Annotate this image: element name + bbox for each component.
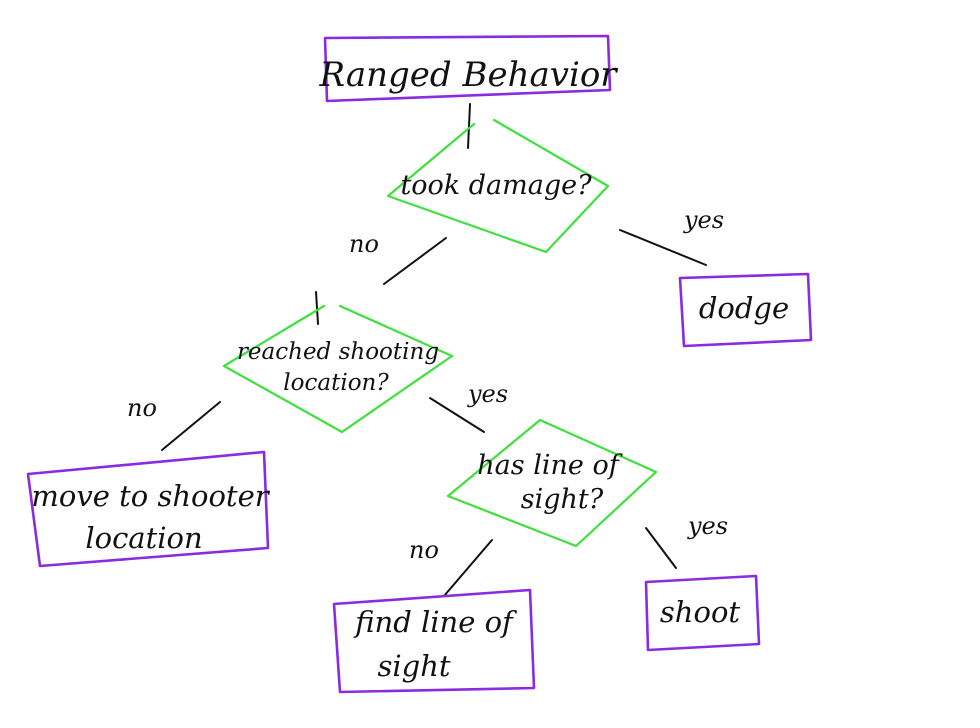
edge-reached-no [161, 401, 221, 451]
edge-took-damage-no [383, 237, 447, 285]
edge-sight-yes [645, 527, 677, 569]
action-move-to-shooter-location: move to shooter location [26, 450, 271, 568]
reached-location-diamond [222, 304, 454, 434]
reached-connector [315, 291, 319, 325]
edge-label-took-damage-no: no [349, 230, 379, 258]
edge-took-damage-yes [619, 229, 707, 266]
shoot-box [644, 574, 761, 652]
edge-label-reached-yes: yes [467, 380, 508, 408]
edge-label-sight-yes: yes [687, 512, 728, 540]
root-box [323, 34, 612, 103]
dodge-label: dodge [699, 291, 789, 325]
took-damage-label: took damage? [400, 170, 592, 201]
reached-location-line2: location? [283, 370, 389, 396]
root-label: Ranged Behavior [318, 55, 618, 95]
move-box [26, 450, 270, 568]
edge-reached-yes [429, 397, 485, 433]
action-shoot: shoot [644, 574, 761, 652]
edge-label-took-damage-yes: yes [683, 206, 724, 234]
line-of-sight-diamond [446, 418, 658, 548]
root-connector [467, 103, 471, 149]
root-node: Ranged Behavior [318, 34, 618, 103]
line-of-sight-line2: sight? [521, 484, 604, 515]
edge-sight-no [443, 539, 493, 597]
edge-label-reached-no: no [127, 394, 157, 422]
action-dodge: dodge [678, 272, 813, 348]
shoot-label: shoot [660, 595, 740, 629]
edge-label-sight-no: no [409, 536, 439, 564]
dodge-box [678, 272, 813, 348]
decision-took-damage: took damage? [386, 118, 610, 254]
find-label-line1: find line of [353, 605, 518, 639]
took-damage-diamond [386, 118, 610, 254]
reached-location-line1: reached shooting [237, 339, 439, 365]
find-box [332, 588, 536, 694]
decision-reached-location: reached shooting location? [222, 304, 454, 434]
move-label-line2: location [85, 521, 202, 555]
move-label-line1: move to shooter [31, 479, 270, 513]
find-label-line2: sight [377, 649, 450, 683]
decision-line-of-sight: has line of sight? [446, 418, 658, 548]
line-of-sight-line1: has line of [477, 450, 622, 481]
action-find-line-of-sight: find line of sight [332, 588, 536, 694]
